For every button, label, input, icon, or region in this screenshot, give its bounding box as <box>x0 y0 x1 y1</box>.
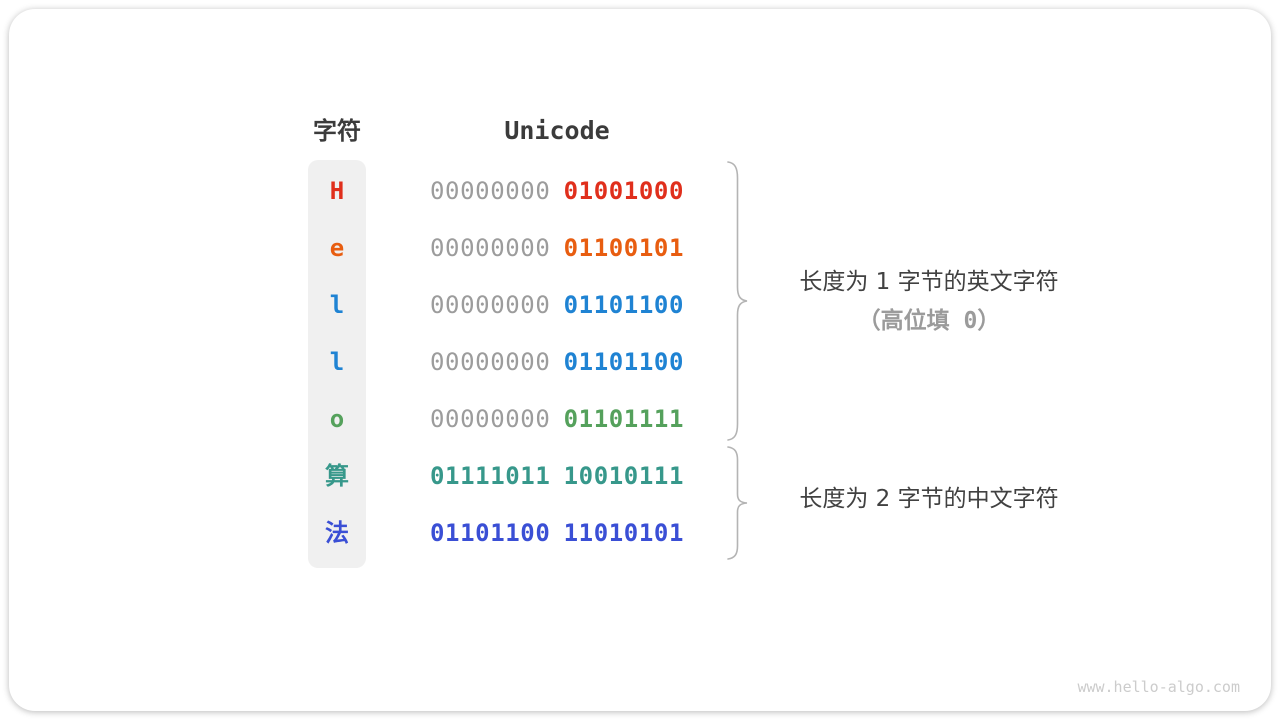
binary-byte-high: 00000000 <box>430 348 551 376</box>
figure-card <box>9 9 1271 711</box>
char-cell: H <box>329 177 345 205</box>
watermark-url: www.hello-algo.com <box>1077 678 1240 696</box>
binary-byte-high: 00000000 <box>430 291 551 319</box>
annotation-english-line1: 长度为 1 字节的英文字符 <box>799 269 1059 295</box>
binary-byte-low: 01101100 <box>563 348 684 376</box>
char-cell: o <box>329 405 345 433</box>
char-cell: 算 <box>325 462 349 490</box>
char-cell: l <box>329 348 345 376</box>
binary-byte-high: 00000000 <box>430 177 551 205</box>
annotation-chinese-line1: 长度为 2 字节的中文字符 <box>799 486 1059 512</box>
binary-cell: 00000000 01101111 <box>430 399 684 439</box>
binary-cell: 01101100 11010101 <box>430 513 684 553</box>
annotation-english-line2: （高位填 0） <box>857 308 1001 334</box>
binary-byte-high: 01111011 <box>430 462 551 490</box>
char-column-background <box>308 160 366 568</box>
annotation-chinese-chars: 长度为 2 字节的中文字符 <box>762 484 1096 515</box>
binary-cell: 00000000 01100101 <box>430 228 684 268</box>
column-header-unicode: Unicode <box>504 116 610 145</box>
column-header-char: 字符 <box>313 117 361 145</box>
binary-byte-low: 11010101 <box>563 519 684 547</box>
binary-cell: 01111011 10010111 <box>430 456 684 496</box>
char-cell: 法 <box>325 519 349 547</box>
brace-chinese-rows <box>727 446 748 560</box>
binary-byte-low: 10010111 <box>563 462 684 490</box>
binary-cell: 00000000 01101100 <box>430 285 684 325</box>
binary-byte-low: 01100101 <box>563 234 684 262</box>
binary-cell: 00000000 01001000 <box>430 171 684 211</box>
binary-byte-high: 00000000 <box>430 405 551 433</box>
char-cell: e <box>329 234 345 262</box>
binary-byte-high: 01101100 <box>430 519 551 547</box>
binary-cell: 00000000 01101100 <box>430 342 684 382</box>
binary-byte-low: 01001000 <box>563 177 684 205</box>
annotation-english-chars: 长度为 1 字节的英文字符 （高位填 0） <box>762 267 1096 337</box>
binary-byte-high: 00000000 <box>430 234 551 262</box>
brace-english-rows <box>727 161 748 441</box>
binary-byte-low: 01101100 <box>563 291 684 319</box>
char-cell: l <box>329 291 345 319</box>
binary-byte-low: 01101111 <box>563 405 684 433</box>
